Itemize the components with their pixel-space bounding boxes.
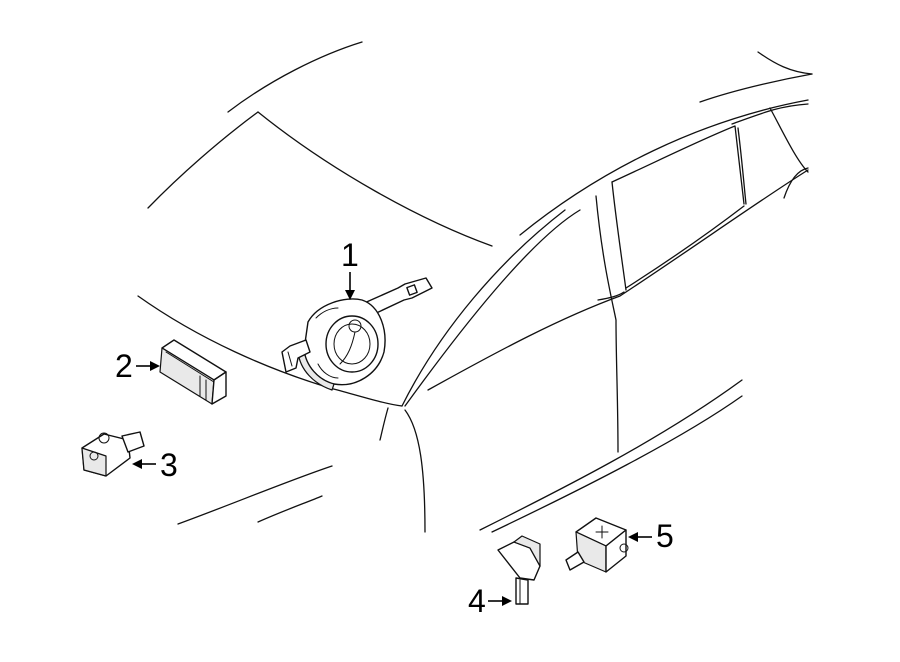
- vehicle-outline: [137, 41, 813, 533]
- sensor5-plug: [619, 543, 629, 553]
- callout-5: 5: [628, 518, 674, 554]
- sensor5-side: [605, 529, 627, 573]
- module-ridge-1: [165, 351, 215, 383]
- turn-stalk-detail: [287, 351, 293, 367]
- hood-cowl-line: [401, 209, 566, 407]
- callout-1: 1: [341, 237, 359, 300]
- a-pillar-outer: [404, 209, 581, 407]
- sensor3-connector: [121, 431, 145, 453]
- callout-3: 3: [132, 447, 178, 483]
- housing-detail-1: [315, 307, 339, 319]
- windshield-left-edge: [147, 111, 259, 209]
- roof-rear: [757, 51, 813, 75]
- callout-2: 2: [115, 348, 160, 384]
- windshield-inner-edge: [257, 111, 493, 247]
- sensor3-face: [81, 447, 107, 477]
- callout-4: 4: [468, 583, 512, 619]
- turn-signal-stalk: [281, 339, 311, 373]
- callout-4-arrowhead: [502, 596, 512, 606]
- bumper-line-2: [257, 495, 323, 523]
- sensor4-face: [513, 535, 541, 567]
- callout-1-arrowhead: [345, 290, 355, 300]
- sensor3-stud: [98, 432, 110, 444]
- door-beltline: [427, 169, 809, 391]
- rocker-line-lower: [491, 395, 743, 533]
- clockspring-inner-ring: [333, 323, 371, 365]
- callout-label-1: 1: [341, 237, 359, 273]
- part-impact-sensor-front: [81, 431, 145, 477]
- bumper-line-1: [177, 465, 333, 525]
- door-window-pillar: [611, 181, 627, 291]
- door-window-bottom: [625, 205, 745, 289]
- fender-line: [379, 407, 389, 441]
- module-side: [211, 371, 227, 405]
- part-occupant-sensor: [565, 517, 629, 573]
- rear-window-bottom: [769, 107, 809, 173]
- sensor5-barrel: [565, 551, 585, 571]
- roof-front-rail: [519, 99, 809, 236]
- sensor3-bolt-hole: [89, 451, 99, 461]
- sensor4-stem: [515, 577, 529, 605]
- callout-3-arrowhead: [132, 459, 142, 469]
- callout-2-arrowhead: [150, 361, 160, 371]
- windshield-top-edge: [227, 41, 363, 113]
- part-clockspring: [281, 277, 433, 391]
- housing-detail-2: [317, 363, 339, 379]
- roof-line: [699, 73, 813, 103]
- callout-label-5: 5: [656, 518, 674, 554]
- hood-front-edge: [137, 295, 403, 407]
- rear-window-frame: [731, 103, 809, 125]
- fender-lower-line: [404, 409, 426, 533]
- stalk-button: [406, 284, 418, 296]
- door-belt-2: [597, 291, 625, 301]
- b-pillar-line: [737, 127, 747, 205]
- door-window-frame: [611, 125, 745, 205]
- callout-label-3: 3: [160, 447, 178, 483]
- callout-label-2: 2: [115, 348, 133, 384]
- clockspring-ribbon: [339, 331, 356, 365]
- rocker-line-upper: [479, 379, 743, 531]
- part-impact-sensor-side: [497, 535, 541, 605]
- part-control-module: [159, 339, 227, 405]
- callout-label-4: 4: [468, 583, 486, 619]
- callout-5-arrowhead: [628, 532, 638, 542]
- rear-quarter: [783, 167, 809, 199]
- front-door-edge: [595, 195, 619, 453]
